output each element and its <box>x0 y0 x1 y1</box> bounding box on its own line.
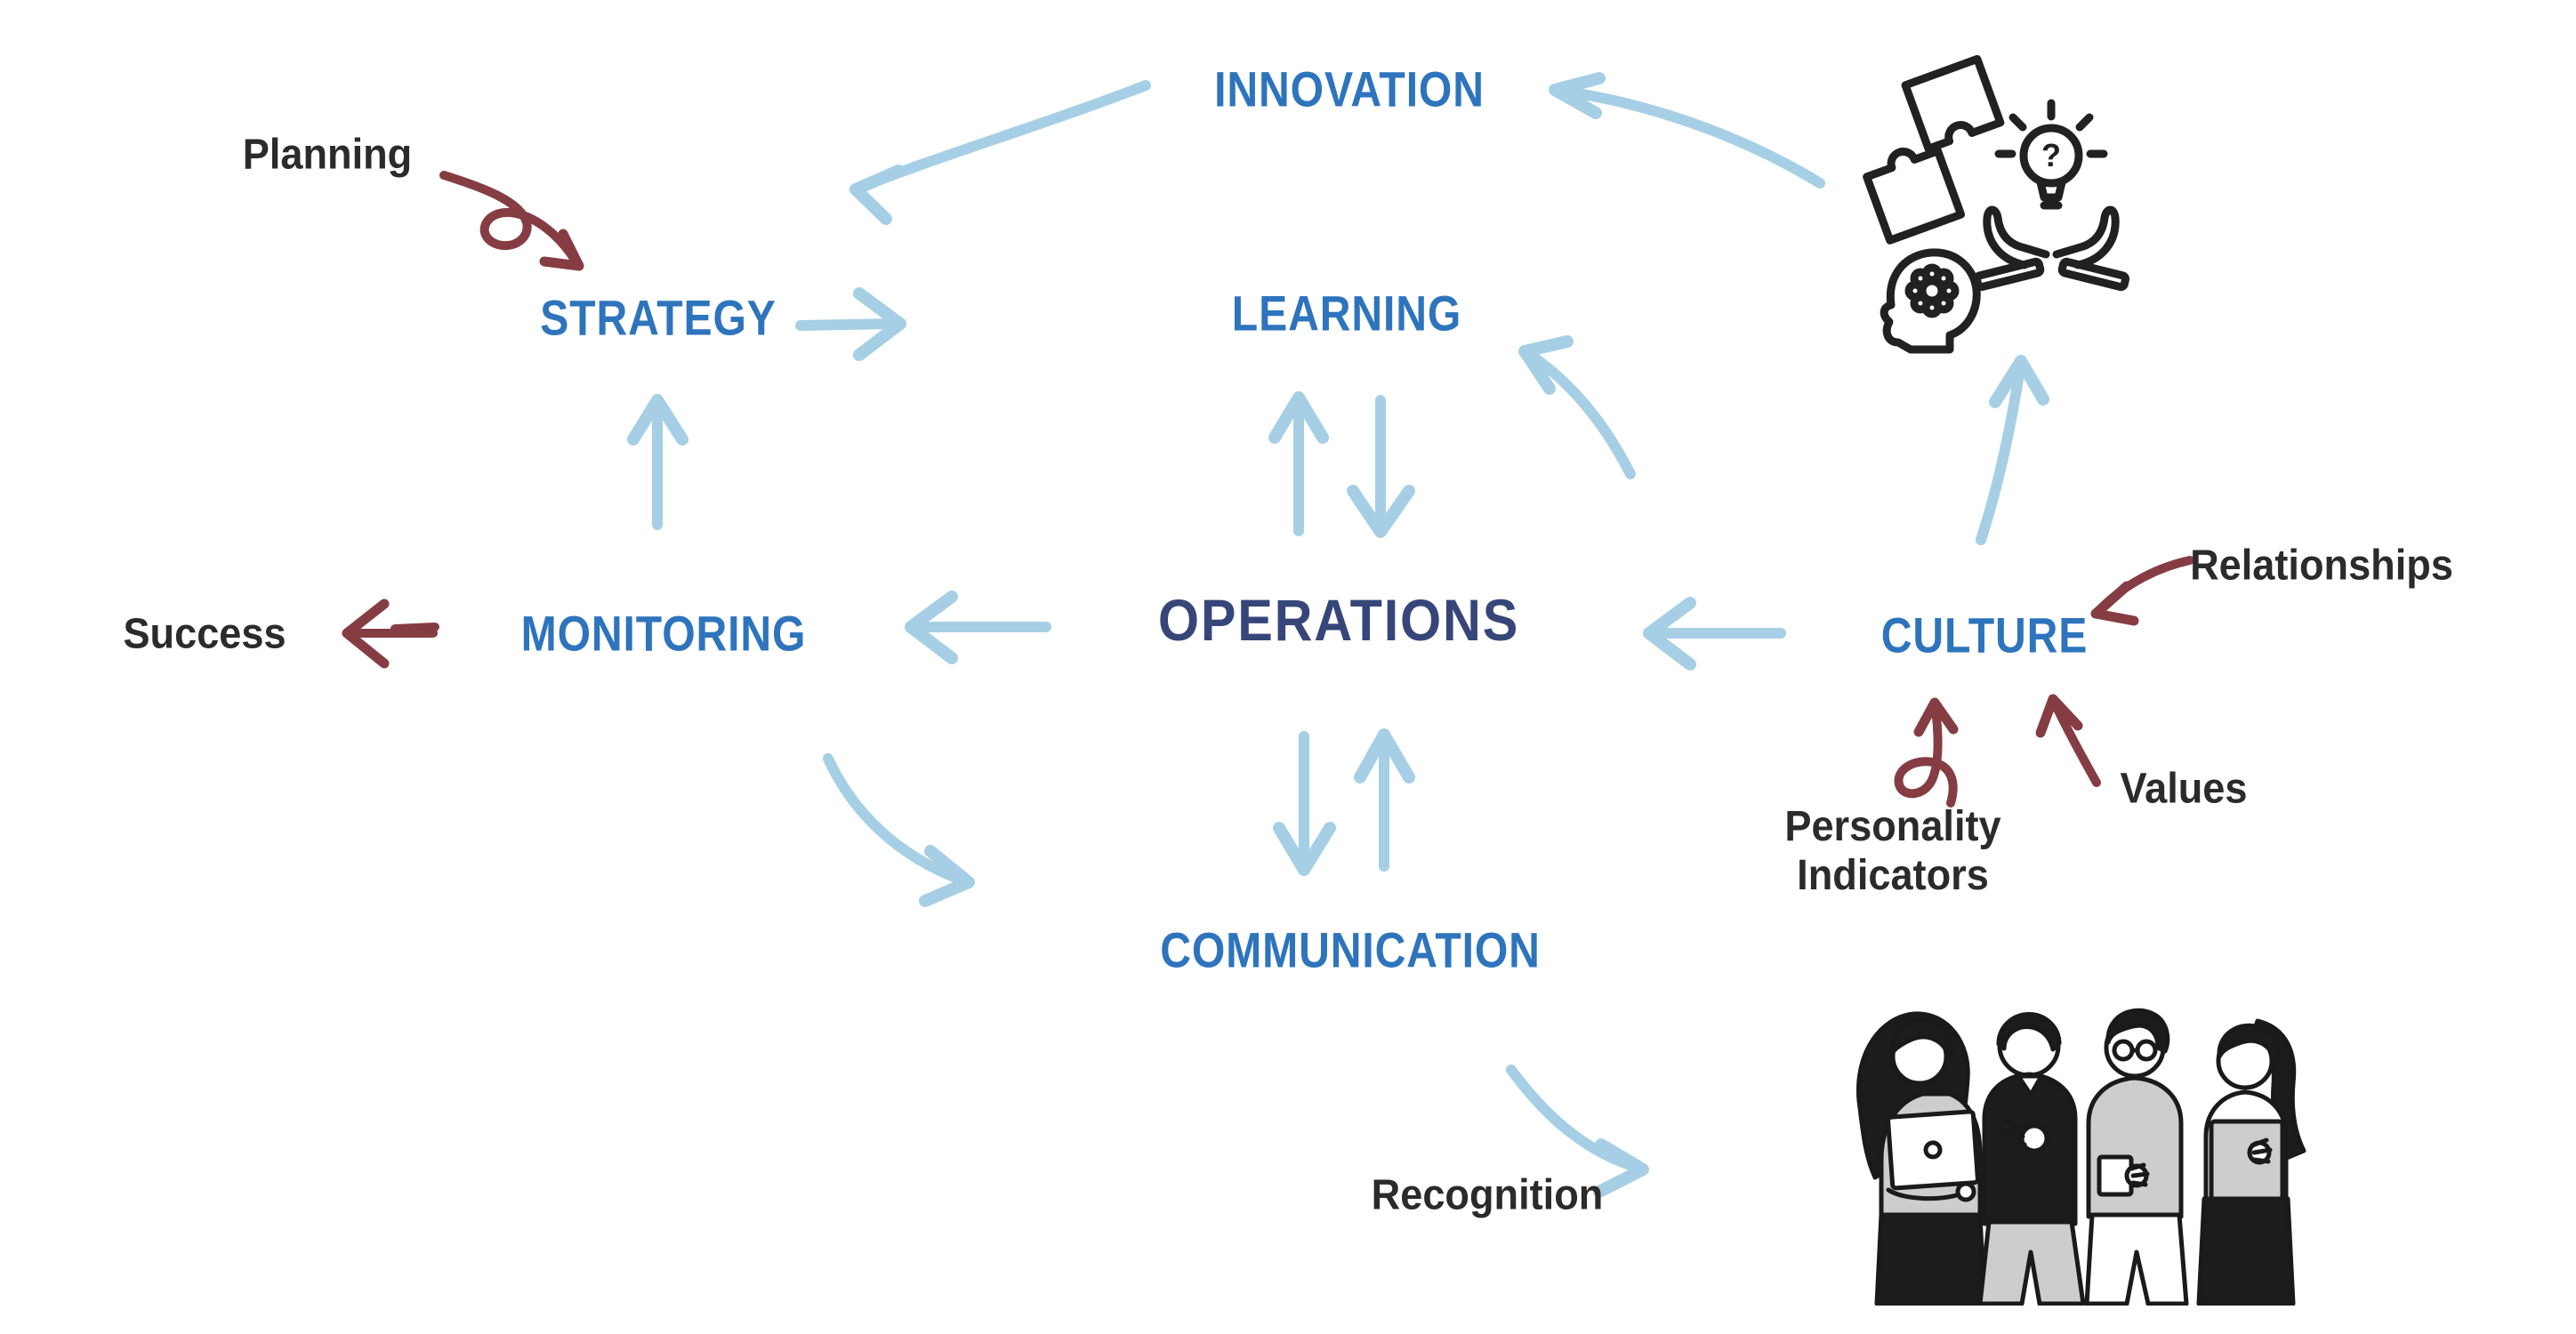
arrow-planning-to-strategy <box>439 171 584 271</box>
arrow-personality-to-culture <box>1894 697 1959 808</box>
annotation-success: Success <box>123 610 286 658</box>
bulb-question-glyph: ? <box>2041 137 2061 173</box>
node-learning: LEARNING <box>1231 285 1462 342</box>
mind-gear-icon <box>1880 248 1981 354</box>
person-laptop <box>1856 1011 1987 1306</box>
arrow-culture-to-operations <box>1643 597 1786 671</box>
arrow-communication-to-operations <box>1354 728 1415 872</box>
arrow-monitoring-to-strategy <box>627 394 688 530</box>
arrow-operations-to-learning <box>1268 391 1329 536</box>
node-culture: CULTURE <box>1880 607 2089 663</box>
annotation-personality-indicators: Personality Indicators <box>1784 802 2000 900</box>
arrow-monitoring-to-success <box>342 599 439 669</box>
annotation-planning: Planning <box>242 131 413 179</box>
puzzle-icon <box>1863 54 2005 245</box>
arrow-culture-to-learning <box>1518 335 1636 479</box>
arrow-strategy-to-learning <box>795 287 906 361</box>
arrow-monitoring-to-communication <box>823 753 975 907</box>
node-innovation: INNOVATION <box>1214 60 1485 117</box>
person-tablet <box>2196 1018 2306 1306</box>
annotation-relationships: Relationships <box>2190 542 2453 590</box>
node-strategy: STRATEGY <box>540 289 777 346</box>
arrow-communication-to-team <box>1506 1065 1649 1198</box>
arrow-culture-to-idea-cluster <box>1976 355 2049 545</box>
annotation-personality-line1: Personality <box>1784 802 2001 850</box>
node-monitoring: MONITORING <box>520 605 807 662</box>
annotation-values: Values <box>2120 765 2248 813</box>
arrow-values-to-culture <box>2035 694 2101 787</box>
arrow-innovation-to-strategy <box>849 80 1151 225</box>
gear-flower <box>1904 263 1960 318</box>
node-communication: COMMUNICATION <box>1160 921 1541 978</box>
annotation-recognition: Recognition <box>1371 1171 1604 1219</box>
person-mug <box>2084 1008 2189 1306</box>
team-illustration <box>1856 1008 2306 1306</box>
arrow-idea-cluster-to-innovation <box>1549 72 1825 189</box>
arrow-learning-to-operations <box>1347 395 1415 538</box>
node-operations: OPERATIONS <box>1157 587 1520 653</box>
arrow-relationships-to-culture <box>2090 556 2194 626</box>
hands-lightbulb-icon: ? <box>1972 99 2130 292</box>
arrow-operations-to-communication <box>1273 731 1336 876</box>
idea-cluster-illustration: ? <box>1863 54 2130 354</box>
person-gesturing <box>1977 1012 2086 1306</box>
arrow-operations-to-monitoring <box>905 591 1051 664</box>
annotation-personality-line2: Indicators <box>1797 852 1989 899</box>
